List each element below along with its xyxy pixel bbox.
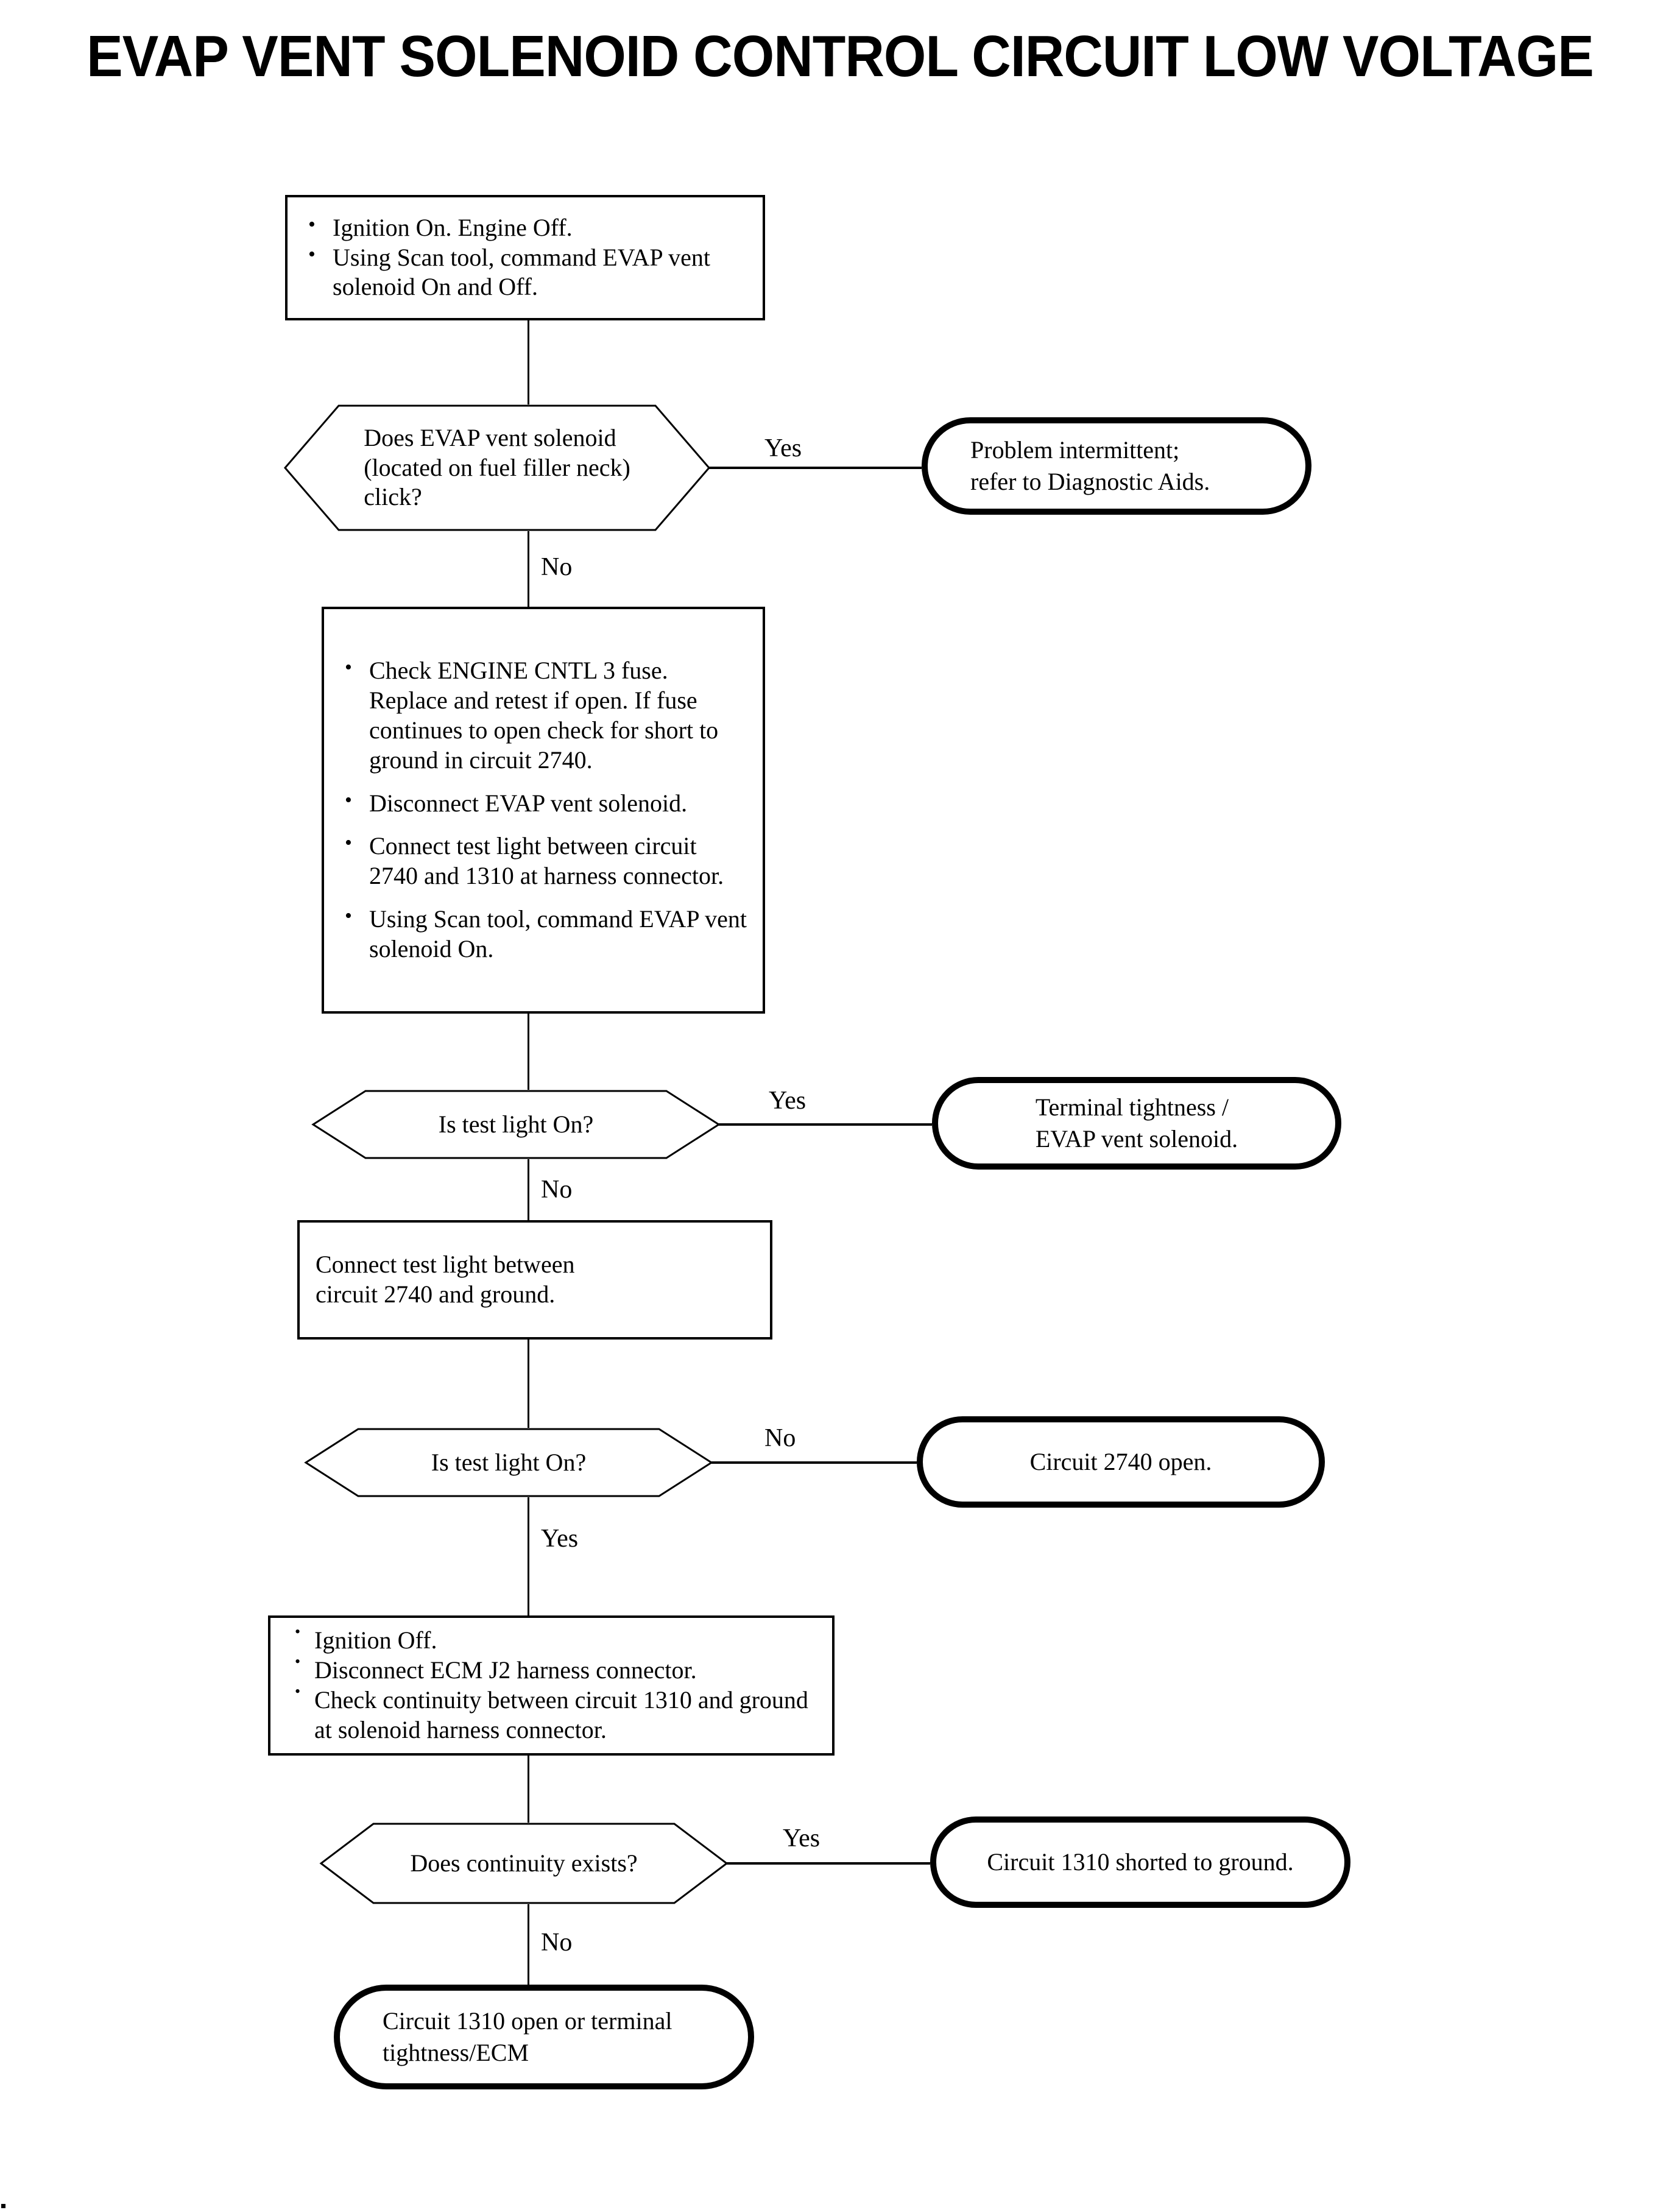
list-item: Check continuity between circuit 1310 an… — [286, 1682, 816, 1745]
terminator-line: Problem intermittent; — [970, 436, 1180, 464]
decision-is-test-light-on-2: Is test light On? — [304, 1428, 713, 1497]
terminator-line: Terminal tightness / — [1035, 1093, 1229, 1121]
decision-evap-click: Does EVAP vent solenoid (located on fuel… — [284, 404, 710, 531]
process-step-1: Ignition On. Engine Off. Using Scan tool… — [285, 195, 765, 320]
edge-label-q2-no: No — [541, 1176, 573, 1204]
terminator-label: Circuit 1310 shorted to ground. — [987, 1848, 1294, 1876]
process-step-2: Check ENGINE CNTL 3 fuse. Replace and re… — [322, 607, 765, 1014]
edge-label-q4-no: No — [541, 1929, 573, 1957]
terminator-label: Problem intermittent; refer to Diagnosti… — [922, 434, 1234, 498]
list-item: Check ENGINE CNTL 3 fuse. Replace and re… — [340, 655, 747, 775]
connector-q2-no — [528, 1159, 529, 1220]
decision-label: Does continuity exists? — [410, 1849, 638, 1877]
hexagon-shape — [284, 404, 710, 531]
stadium-shape — [922, 417, 1311, 515]
process-line: Connect test light between — [316, 1251, 575, 1279]
list-item: Disconnect EVAP vent solenoid. — [340, 788, 747, 819]
decision-line: click? — [364, 483, 422, 511]
connector-step1-to-q1 — [528, 320, 529, 404]
list-item: Using Scan tool, command EVAP vent solen… — [340, 903, 747, 964]
terminator-line: Circuit 1310 open or terminal — [383, 2007, 672, 2035]
process-step-3: Connect test light between circuit 2740 … — [297, 1220, 772, 1340]
connector-q1-no — [528, 531, 529, 607]
step-3-text: Connect test light between circuit 2740 … — [316, 1250, 754, 1310]
decision-label: Is test light On? — [438, 1110, 594, 1138]
process-line: circuit 2740 and ground. — [316, 1280, 556, 1308]
stadium-shape — [334, 1985, 754, 2089]
list-item: Using Scan tool, command EVAP vent solen… — [303, 242, 747, 303]
connector-q3-yes — [528, 1497, 529, 1615]
connector-step3-to-q3 — [528, 1340, 529, 1428]
terminator-circuit-1310-open: Circuit 1310 open or terminal tightness/… — [334, 1985, 754, 2089]
list-item: Disconnect ECM J2 harness connector. — [286, 1652, 816, 1686]
list-item: Connect test light between circuit 2740 … — [340, 830, 747, 891]
terminator-terminal-tightness: Terminal tightness / EVAP vent solenoid. — [932, 1077, 1341, 1170]
decision-label: Does EVAP vent solenoid (located on fuel… — [315, 423, 679, 512]
hexagon-shape — [319, 1823, 729, 1904]
edge-label-q4-yes: Yes — [783, 1824, 821, 1852]
decision-label: Is test light On? — [431, 1448, 587, 1476]
stadium-shape — [930, 1816, 1350, 1908]
page-artifact-dot — [1, 2204, 5, 2208]
step-4-bullet-list: Ignition Off. Disconnect ECM J2 harness … — [286, 1622, 816, 1745]
hexagon-shape — [311, 1090, 721, 1159]
decision-is-test-light-on-1: Is test light On? — [311, 1090, 721, 1159]
terminator-label: Circuit 2740 open. — [1029, 1448, 1212, 1475]
terminator-line: refer to Diagnostic Aids. — [970, 468, 1210, 495]
terminator-label: Terminal tightness / EVAP vent solenoid. — [1036, 1092, 1238, 1155]
connector-q1-yes — [709, 467, 923, 469]
edge-label-q3-no: No — [764, 1424, 796, 1452]
terminator-line: tightness/ECM — [383, 2039, 529, 2066]
decision-line: Does EVAP vent solenoid — [364, 423, 616, 451]
terminator-label: Circuit 1310 open or terminal tightness/… — [334, 2005, 696, 2069]
page-title: EVAP VENT SOLENOID CONTROL CIRCUIT LOW V… — [86, 24, 1594, 89]
step-2-bullet-list: Check ENGINE CNTL 3 fuse. Replace and re… — [340, 655, 747, 964]
connector-step2-to-q2 — [528, 1014, 529, 1090]
connector-q4-yes — [727, 1862, 931, 1865]
stadium-shape — [917, 1416, 1325, 1508]
decision-does-continuity-exist: Does continuity exists? — [319, 1823, 729, 1904]
terminator-problem-intermittent: Problem intermittent; refer to Diagnosti… — [922, 417, 1311, 515]
hexagon-shape — [304, 1428, 713, 1497]
edge-label-q3-yes: Yes — [541, 1525, 579, 1553]
edge-label-q1-yes: Yes — [764, 434, 802, 462]
list-item: Ignition Off. — [286, 1622, 816, 1656]
step-1-bullet-list: Ignition On. Engine Off. Using Scan tool… — [303, 212, 747, 303]
edge-label-q1-no: No — [541, 553, 573, 581]
process-step-4: Ignition Off. Disconnect ECM J2 harness … — [268, 1615, 835, 1756]
terminator-circuit-2740-open: Circuit 2740 open. — [917, 1416, 1325, 1508]
stadium-shape — [932, 1077, 1341, 1170]
terminator-circuit-1310-shorted: Circuit 1310 shorted to ground. — [930, 1816, 1350, 1908]
edge-label-q2-yes: Yes — [769, 1087, 806, 1115]
connector-q4-no — [528, 1904, 529, 1986]
connector-step4-to-q4 — [528, 1756, 529, 1837]
terminator-line: EVAP vent solenoid. — [1035, 1125, 1238, 1153]
connector-q3-no — [711, 1461, 919, 1464]
list-item: Ignition On. Engine Off. — [303, 212, 747, 243]
connector-q2-yes — [719, 1123, 933, 1126]
decision-line: (located on fuel filler neck) — [364, 453, 630, 481]
